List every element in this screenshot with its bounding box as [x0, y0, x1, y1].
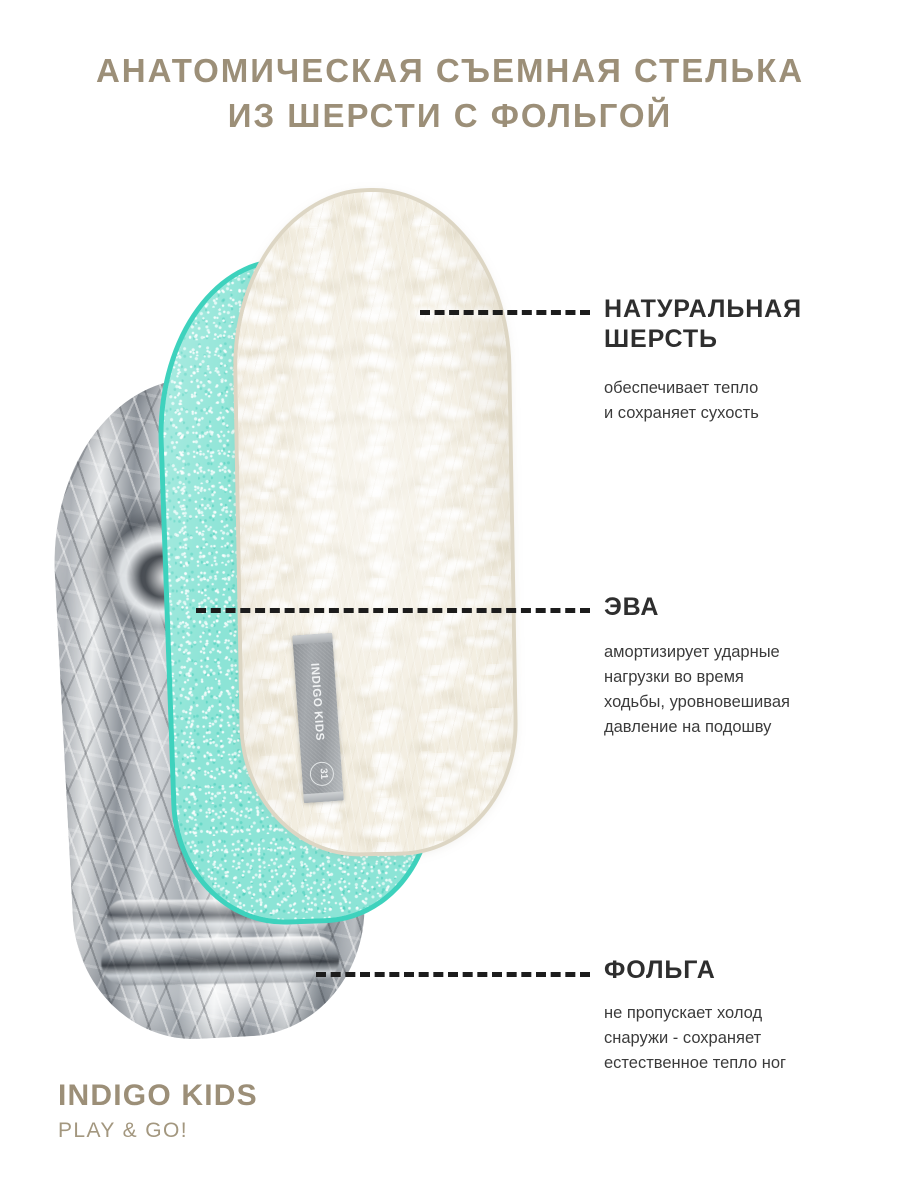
page-title: АНАТОМИЧЕСКАЯ СЪЕМНАЯ СТЕЛЬКА ИЗ ШЕРСТИ … — [0, 48, 900, 138]
callout-eva-description: амортизирует ударные нагрузки во время х… — [604, 643, 790, 736]
callout-wool-title: НАТУРАЛЬНАЯ ШЕРСТЬ — [604, 295, 803, 353]
eva-layer-image — [152, 253, 438, 929]
leader-line-eva — [196, 608, 590, 613]
tag-brand-label: INDIGO KIDS — [308, 662, 326, 742]
page-title-line-2: ИЗ ШЕРСТИ С ФОЛЬГОЙ — [227, 97, 673, 134]
foil-emboss-swirl — [97, 511, 225, 642]
foil-heel-highlight-upper — [106, 899, 329, 934]
eva-shading — [157, 258, 433, 924]
callout-eva: ЭВА амортизирует ударные нагрузки во вре… — [604, 592, 889, 740]
product-brand-tag: INDIGO KIDS 31 — [292, 632, 344, 804]
tag-stitch-bottom — [303, 791, 344, 804]
eva-foam-texture — [152, 253, 438, 929]
brand-name: INDIGO KIDS — [58, 1079, 258, 1112]
callout-wool: НАТУРАЛЬНАЯ ШЕРСТЬ обеспечивает тепло и … — [604, 294, 889, 426]
tag-size-badge: 31 — [309, 761, 335, 787]
callout-foil: ФОЛЬГА не пропускает холод снаружи - сох… — [604, 955, 889, 1076]
leader-line-wool — [420, 310, 590, 315]
wool-fur-texture — [234, 189, 516, 855]
wool-layer-image — [234, 189, 516, 855]
callout-eva-title: ЭВА — [604, 593, 660, 621]
brand-slogan: PLAY & GO! — [58, 1119, 188, 1142]
page-title-line-1: АНАТОМИЧЕСКАЯ СЪЕМНАЯ СТЕЛЬКА — [95, 52, 805, 89]
wool-fiber-strands — [234, 189, 516, 855]
foil-emboss-pattern — [60, 456, 282, 692]
foil-crinkle-texture — [44, 370, 372, 1046]
wool-shading — [234, 189, 516, 855]
callout-foil-title: ФОЛЬГА — [604, 956, 716, 984]
brand-footer: INDIGO KIDS PLAY & GO! — [58, 1078, 258, 1146]
callout-foil-description: не пропускает холод снаружи - сохраняет … — [604, 1004, 787, 1072]
leader-line-foil — [316, 972, 590, 977]
foil-layer-image — [44, 370, 372, 1046]
tag-stitch-top — [292, 632, 333, 645]
foil-heel-highlight-lower — [100, 935, 340, 986]
callout-wool-description: обеспечивает тепло и сохраняет сухость — [604, 379, 759, 422]
